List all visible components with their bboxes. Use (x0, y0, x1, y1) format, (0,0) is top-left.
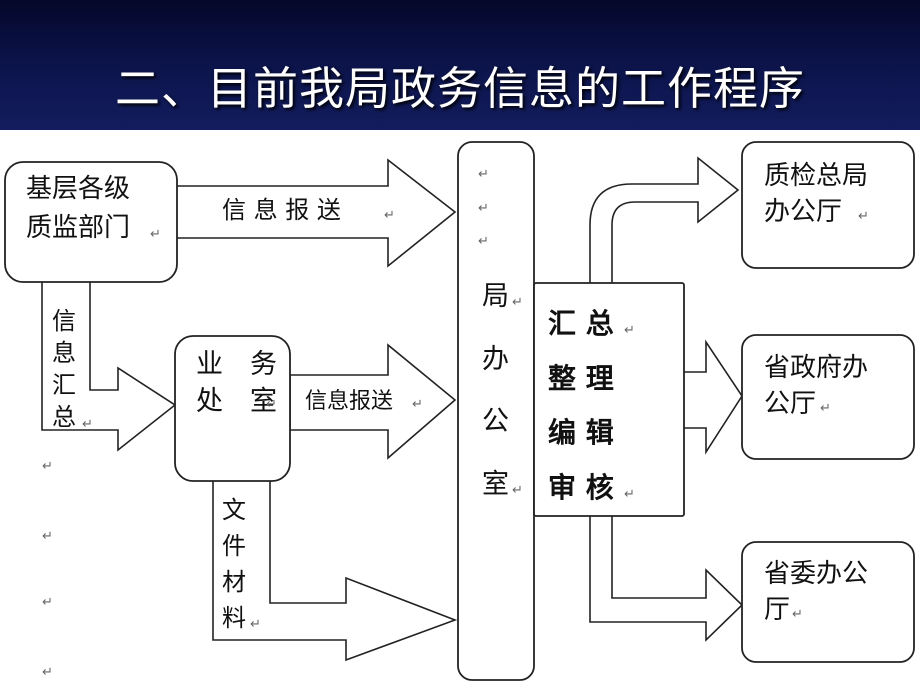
return-mark: ↵ (624, 323, 635, 338)
bureau-office-char2: 办 (482, 344, 509, 375)
return-mark: ↵ (478, 234, 489, 249)
arrow-info-report-top (175, 158, 457, 268)
return-mark: ↵ (478, 201, 489, 216)
diagram-canvas: 基层各级 质监部门 业 务 处 室 局 办 公 室 汇 总 整 理 编 辑 审 … (0, 130, 920, 690)
return-mark: ↵ (512, 483, 523, 498)
edge-label-documents-1: 文 (222, 496, 246, 524)
return-mark: ↵ (266, 397, 277, 412)
summary-line2: 整 理 (548, 362, 614, 395)
provincial-gov-office-label-line2: 公厅 (764, 389, 816, 419)
title-bar: 二、目前我局政务信息的工作程序 (0, 0, 920, 130)
return-mark: ↵ (792, 607, 803, 622)
return-mark: ↵ (412, 397, 423, 412)
edge-label-info-report-mid: 信息报送 (305, 389, 393, 414)
edge-label-documents-4: 料 (222, 604, 246, 632)
provincial-committee-office-label-line2: 厅 (764, 595, 790, 625)
return-mark: ↵ (42, 529, 53, 544)
box-aqsiq-office (741, 141, 915, 269)
provincial-gov-office-label-line1: 省政府办 (764, 353, 868, 383)
arrow-info-summary (41, 279, 177, 452)
edge-label-info-summary-3: 汇 (52, 371, 76, 399)
return-mark: ↵ (858, 209, 869, 224)
return-mark: ↵ (42, 459, 53, 474)
edge-label-info-summary-4: 总 (52, 403, 76, 431)
page-title: 二、目前我局政务信息的工作程序 (114, 62, 805, 115)
grassroots-label-line2: 质监部门 (26, 213, 130, 243)
return-mark: ↵ (82, 417, 93, 432)
return-mark: ↵ (478, 167, 489, 182)
summary-line4: 审 核 (548, 471, 614, 504)
arrow-to-aqsiq-office (589, 156, 740, 285)
return-mark: ↵ (250, 617, 261, 632)
business-office-label-line2: 处 室 (196, 386, 277, 417)
arrow-documents (212, 479, 458, 662)
return-mark: ↵ (624, 487, 635, 502)
aqsiq-office-label-line1: 质检总局 (764, 161, 868, 191)
bureau-office-char1: 局 (482, 281, 509, 312)
return-mark: ↵ (150, 227, 161, 242)
bureau-office-char3: 公 (482, 406, 509, 437)
summary-line3: 编 辑 (548, 416, 614, 449)
edge-label-documents-3: 材 (222, 568, 246, 596)
bureau-office-char4: 室 (482, 469, 509, 500)
summary-line1: 汇 总 (548, 307, 614, 340)
return-mark: ↵ (42, 665, 53, 680)
grassroots-label-line1: 基层各级 (26, 174, 130, 204)
return-mark: ↵ (42, 595, 53, 610)
provincial-committee-office-label-line1: 省委办公 (764, 559, 868, 589)
business-office-label-line1: 业 务 (196, 349, 277, 380)
box-summary (533, 282, 685, 517)
arrow-info-report-mid (289, 343, 457, 460)
box-provincial-gov-office (741, 334, 915, 460)
flow-diagram: 基层各级 质监部门 业 务 处 室 局 办 公 室 汇 总 整 理 编 辑 审 … (4, 141, 915, 681)
return-mark: ↵ (820, 401, 831, 416)
edge-label-info-summary-2: 息 (52, 339, 76, 367)
aqsiq-office-label-line2: 办公厅 (764, 197, 842, 227)
arrow-to-provincial-committee-office (589, 514, 744, 642)
edge-label-documents-2: 件 (222, 532, 246, 560)
box-grassroots (4, 161, 178, 283)
return-mark: ↵ (384, 208, 395, 223)
box-business-office (174, 335, 291, 482)
edge-label-info-summary-1: 信 (52, 307, 76, 335)
return-mark: ↵ (512, 295, 523, 310)
edge-label-info-report-top: 信 息 报 送 (222, 196, 341, 224)
box-provincial-committee-office (741, 541, 915, 663)
